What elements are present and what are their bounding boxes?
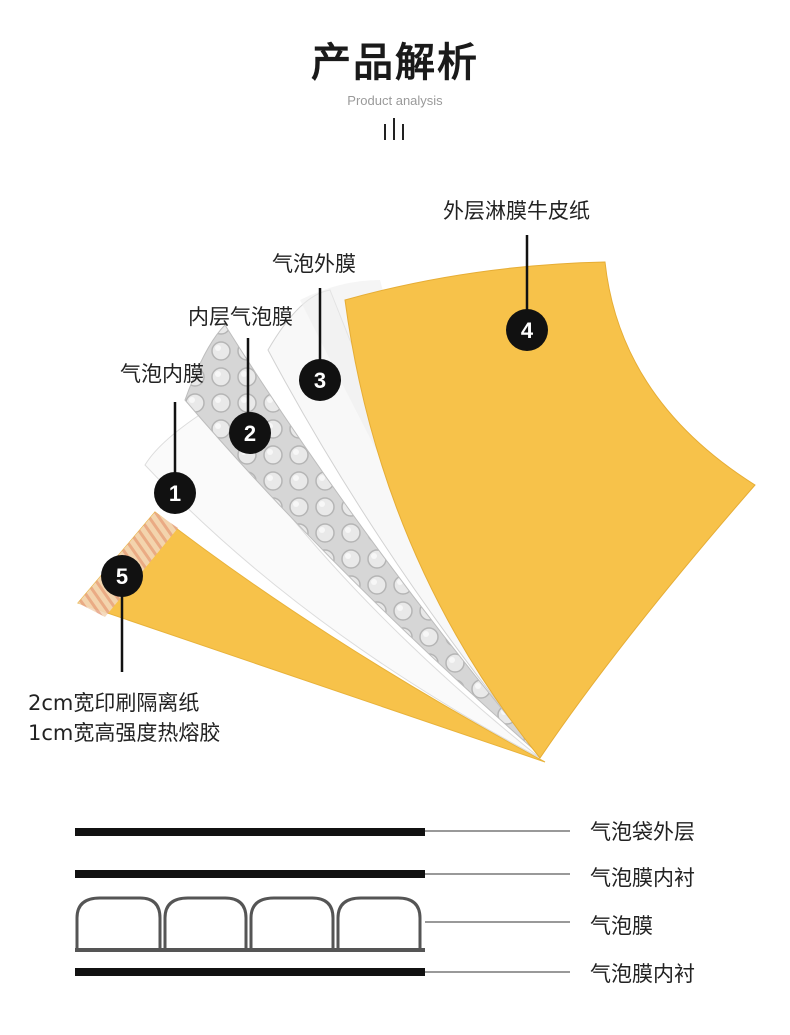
label-layer-5: 2cm宽印刷隔离纸 xyxy=(28,691,200,715)
marker-number-2: 2 xyxy=(244,421,256,446)
marker-3: 3 xyxy=(299,359,341,401)
section-label-bubble: 气泡膜 xyxy=(590,914,653,938)
kraft-top-sheet xyxy=(344,261,756,759)
label-layer-1: 气泡内膜 xyxy=(120,362,204,386)
marker-1: 1 xyxy=(154,472,196,514)
marker-5: 5 xyxy=(101,555,143,597)
kraft-back-sheet xyxy=(77,511,546,763)
page-title: 产品解析 xyxy=(311,40,479,86)
cross-section-diagram xyxy=(75,828,570,976)
marker-4: 4 xyxy=(506,309,548,351)
label-layer-2: 内层气泡膜 xyxy=(188,305,293,329)
label-layer-3: 气泡外膜 xyxy=(272,252,356,276)
section-label-outer: 气泡袋外层 xyxy=(590,820,695,844)
marker-number-3: 3 xyxy=(314,368,326,393)
label-layer-5-line2: 1cm宽高强度热熔胶 xyxy=(28,721,221,745)
marker-number-4: 4 xyxy=(521,318,534,343)
section-label-lining-1: 气泡膜内衬 xyxy=(590,866,695,890)
layer-illustration: 1 2 3 4 5 xyxy=(77,235,756,763)
marker-number-1: 1 xyxy=(169,481,181,506)
marker-2: 2 xyxy=(229,412,271,454)
label-layer-4: 外层淋膜牛皮纸 xyxy=(443,199,590,223)
page-subtitle: Product analysis xyxy=(347,93,443,108)
bubble-wrap-sheet xyxy=(184,324,541,756)
marker-number-5: 5 xyxy=(116,564,128,589)
section-label-lining-2: 气泡膜内衬 xyxy=(590,962,695,986)
